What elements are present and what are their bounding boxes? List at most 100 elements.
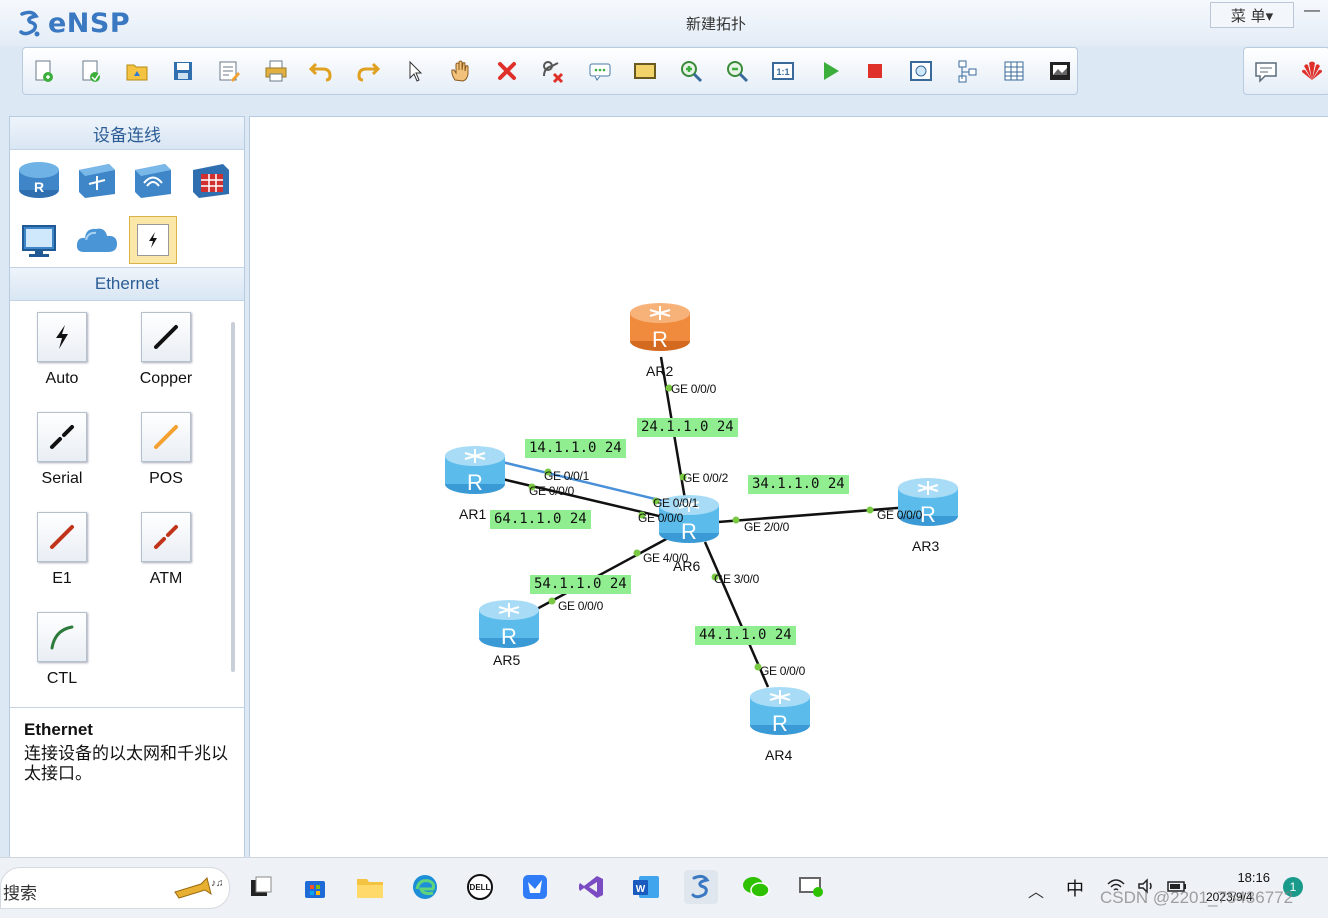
huawei-logo-icon[interactable] <box>1298 57 1326 85</box>
delete-icon[interactable] <box>493 57 521 85</box>
atm-cable-icon <box>141 512 191 562</box>
svg-text:R: R <box>920 502 936 527</box>
serial-cable-icon <box>37 412 87 462</box>
zoom-out-icon[interactable] <box>723 57 751 85</box>
port-dot <box>711 573 719 581</box>
clock-date[interactable]: 2023/9/4 <box>1206 890 1253 904</box>
wireless-icon[interactable] <box>130 157 176 203</box>
wifi-icon[interactable] <box>1106 876 1126 896</box>
firewall-icon[interactable] <box>188 157 234 203</box>
ime-indicator[interactable]: 中 <box>1066 879 1084 900</box>
router-ar6[interactable]: R <box>657 489 721 547</box>
grid-icon[interactable] <box>1000 57 1028 85</box>
volume-icon[interactable] <box>1136 876 1156 896</box>
cloud-icon[interactable] <box>74 217 120 263</box>
description-text: 连接设备的以太网和千兆以太接口。 <box>24 744 228 784</box>
network-label[interactable]: 24.1.1.0 24 <box>637 418 738 437</box>
search-box[interactable]: 搜索 ♪♫ <box>0 867 230 909</box>
open-icon[interactable] <box>123 57 151 85</box>
port-dot <box>544 468 552 476</box>
cable-label: Copper <box>139 370 193 387</box>
minimize-button[interactable]: — <box>1304 2 1320 19</box>
link-ar6-ar4[interactable] <box>703 541 770 688</box>
new-example-icon[interactable] <box>77 57 105 85</box>
port-label: GE 3/0/0 <box>714 572 759 586</box>
screenshot-icon[interactable] <box>1046 57 1074 85</box>
word-icon[interactable]: W <box>629 870 663 904</box>
start-device-icon[interactable] <box>816 57 844 85</box>
rectangle-icon[interactable] <box>631 57 659 85</box>
new-topology-icon[interactable] <box>30 57 58 85</box>
router-ar2[interactable]: R <box>628 297 692 355</box>
visual-studio-icon[interactable] <box>574 870 608 904</box>
chat-icon[interactable] <box>1252 57 1280 85</box>
menu-button[interactable]: 菜 单▾ <box>1210 2 1294 28</box>
cable-copper[interactable]: Copper <box>116 312 206 402</box>
feishu-icon[interactable] <box>518 870 552 904</box>
cable-label: POS <box>149 470 183 487</box>
router-icon[interactable]: R <box>16 157 62 203</box>
redo-icon[interactable] <box>354 57 382 85</box>
network-label[interactable]: 64.1.1.0 24 <box>490 510 591 529</box>
remote-icon[interactable] <box>794 870 828 904</box>
network-label[interactable]: 34.1.1.0 24 <box>748 475 849 494</box>
select-icon[interactable] <box>401 57 429 85</box>
zoom-in-icon[interactable] <box>677 57 705 85</box>
save-icon[interactable] <box>169 57 197 85</box>
network-label[interactable]: 14.1.1.0 24 <box>525 439 626 458</box>
task-view-icon[interactable] <box>244 870 278 904</box>
file-explorer-icon[interactable] <box>353 870 387 904</box>
battery-icon[interactable] <box>1166 876 1188 896</box>
link-ar2-ar6[interactable] <box>659 356 690 518</box>
port-label: GE 0/0/0 <box>529 484 574 498</box>
cable-atm[interactable]: ATM <box>116 512 206 602</box>
notification-badge[interactable]: 1 <box>1283 877 1303 897</box>
cable-serial[interactable]: Serial <box>12 412 102 502</box>
ensp-icon[interactable] <box>684 870 718 904</box>
port-label: GE 2/0/0 <box>744 520 789 534</box>
router-ar5[interactable]: R <box>477 594 541 652</box>
router-ar4[interactable]: R <box>748 681 812 739</box>
text-annotation-icon[interactable] <box>586 57 614 85</box>
network-label[interactable]: 44.1.1.0 24 <box>695 626 796 645</box>
port-label: GE 0/0/1 <box>544 469 589 483</box>
link-ar1-ar6-blue[interactable] <box>501 460 681 507</box>
switch-icon[interactable] <box>74 157 120 203</box>
delete-link-icon[interactable] <box>539 57 567 85</box>
save-as-icon[interactable] <box>215 57 243 85</box>
print-icon[interactable] <box>262 57 290 85</box>
router-ar3[interactable]: R <box>896 472 960 530</box>
capture-icon[interactable] <box>907 57 935 85</box>
watermark: CSDN @2201_75436772 <box>1100 888 1294 907</box>
port-dot <box>652 497 660 505</box>
port-dot <box>679 473 687 481</box>
topology-icon[interactable] <box>954 57 982 85</box>
port-label: GE 0/0/0 <box>877 508 922 522</box>
network-label[interactable]: 54.1.1.0 24 <box>530 575 631 594</box>
pan-hand-icon[interactable] <box>446 57 474 85</box>
connection-icon[interactable] <box>129 216 177 264</box>
pc-icon[interactable] <box>16 217 62 263</box>
cable-e1[interactable]: E1 <box>12 512 102 602</box>
main-toolbar: 1:1 <box>22 47 1078 95</box>
link-ar6-ar3[interactable] <box>717 505 911 524</box>
cable-scrollbar[interactable] <box>231 322 235 672</box>
dell-icon[interactable]: DELL <box>463 870 497 904</box>
router-ar1[interactable]: R <box>443 440 507 498</box>
wechat-icon[interactable] <box>739 870 773 904</box>
stop-device-icon[interactable] <box>861 57 889 85</box>
router-name-ar6: AR6 <box>673 558 701 574</box>
svg-text:DELL: DELL <box>470 883 491 892</box>
cable-ctl[interactable]: CTL <box>12 612 102 702</box>
store-icon[interactable] <box>298 870 332 904</box>
cable-pos[interactable]: POS <box>116 412 206 502</box>
cable-auto[interactable]: Auto <box>12 312 102 402</box>
edge-icon[interactable] <box>408 870 442 904</box>
port-label: GE 0/0/0 <box>558 599 603 613</box>
undo-icon[interactable] <box>307 57 335 85</box>
topology-canvas[interactable]: R R R R R R AR2 AR1 AR6 AR3 AR5 AR4 24.1… <box>249 116 1328 857</box>
fit-screen-icon[interactable]: 1:1 <box>769 57 797 85</box>
tray-chevron-icon[interactable]: ︿ <box>1028 884 1045 901</box>
port-dot <box>665 384 673 392</box>
clock-time[interactable]: 18:16 <box>1237 870 1270 885</box>
